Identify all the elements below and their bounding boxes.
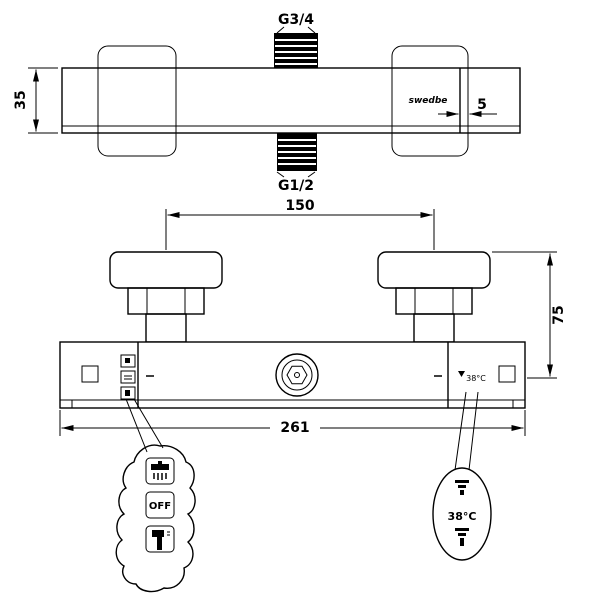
dimension-35: 35 [13, 67, 58, 134]
callout-right: 38°C [432, 391, 492, 561]
temp-marker-label: 38°C [466, 374, 486, 383]
callout-temp-label: 38°C [448, 510, 477, 523]
callout-left: OFF [115, 398, 196, 593]
temp-funnel-top-icon [455, 480, 469, 495]
connector-right [413, 313, 455, 343]
overhead-shower-icon [151, 461, 169, 480]
dim-150-text: 150 [285, 198, 314, 214]
g12-leader [276, 171, 316, 178]
hand-shower-icon [152, 530, 170, 550]
temp-marker-triangle [458, 371, 465, 377]
top-view: G3/4 G1/2 35 swedbe [13, 12, 521, 194]
wall-plate-right [391, 45, 469, 157]
callout-right-bubble [432, 467, 492, 561]
panel-off-mark [124, 375, 132, 380]
hex-nut-right [395, 287, 473, 315]
dimension-150: 150 [165, 198, 435, 250]
dim-75-text: 75 [551, 305, 567, 324]
temp-funnel-bottom-icon [455, 528, 469, 546]
temp-button-left [81, 365, 99, 383]
icon-panel [120, 354, 136, 400]
inlet-pipe-top [274, 33, 318, 68]
temp-button-right [498, 365, 516, 383]
wall-plate-left [97, 45, 177, 157]
mixer-bar [61, 67, 521, 134]
mount-left [109, 251, 223, 343]
callout-box-off [145, 491, 175, 519]
dim-261-text: 261 [280, 420, 309, 436]
dim-5-text: 5 [477, 97, 487, 113]
callout-left-leader [125, 398, 164, 453]
dimension-261: 261 [59, 410, 526, 436]
off-label: OFF [149, 501, 171, 512]
brand-text: swedbe [409, 96, 448, 106]
connector-left [145, 313, 187, 343]
callout-box-overhead [145, 457, 175, 485]
escutcheon-right [377, 251, 491, 289]
panel-handshower-mark [125, 390, 130, 396]
hex-nut-left [127, 287, 205, 315]
body-end-steps [71, 400, 514, 408]
g34-leader [276, 26, 316, 34]
panel-shower-mark [125, 358, 130, 363]
outlet-pipe-bottom [277, 133, 317, 171]
label-g34: G3/4 [278, 12, 314, 28]
label-g12: G1/2 [278, 178, 314, 194]
dim-35-text: 35 [13, 90, 29, 109]
center-knob [275, 353, 319, 397]
callout-left-bubble [115, 444, 196, 593]
escutcheon-left [109, 251, 223, 289]
callout-right-leader [454, 391, 479, 471]
mount-right [377, 251, 491, 343]
callout-box-handshower [145, 525, 175, 553]
hex-bolt [286, 365, 308, 385]
dimension-75: 75 [492, 251, 567, 379]
front-view: 150 [59, 198, 567, 436]
end-cap-lines [137, 342, 449, 408]
dimension-5: 5 [438, 97, 497, 117]
